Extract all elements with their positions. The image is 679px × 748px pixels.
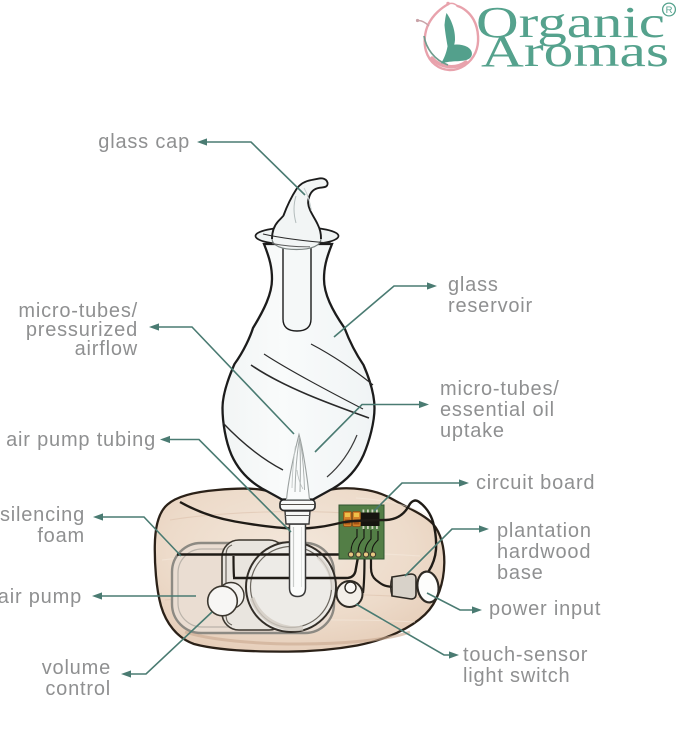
svg-text:Aromas: Aromas	[481, 27, 669, 76]
svg-text:micro-tubes/: micro-tubes/	[440, 378, 560, 400]
svg-text:glass: glass	[448, 274, 499, 296]
svg-text:R: R	[666, 5, 673, 16]
svg-text:plantation: plantation	[497, 520, 592, 542]
svg-text:power input: power input	[489, 598, 601, 620]
svg-text:light switch: light switch	[463, 665, 570, 687]
svg-text:volume: volume	[42, 657, 111, 679]
svg-text:micro-tubes/: micro-tubes/	[18, 300, 138, 322]
svg-text:hardwood: hardwood	[497, 541, 591, 563]
svg-text:glass cap: glass cap	[98, 131, 190, 153]
svg-text:circuit board: circuit board	[476, 472, 595, 494]
svg-text:base: base	[497, 562, 544, 584]
svg-text:pressurized: pressurized	[26, 319, 138, 341]
svg-text:airflow: airflow	[75, 338, 138, 360]
svg-text:air pump: air pump	[0, 586, 82, 608]
svg-text:essential oil: essential oil	[440, 399, 555, 421]
svg-text:reservoir: reservoir	[448, 295, 533, 317]
svg-text:control: control	[45, 678, 111, 700]
svg-text:uptake: uptake	[440, 420, 505, 442]
svg-text:foam: foam	[37, 525, 85, 547]
svg-text:air pump tubing: air pump tubing	[6, 429, 156, 451]
svg-text:Organic: Organic	[476, 0, 665, 47]
svg-text:silencing: silencing	[0, 504, 85, 526]
svg-text:touch-sensor: touch-sensor	[463, 644, 588, 666]
